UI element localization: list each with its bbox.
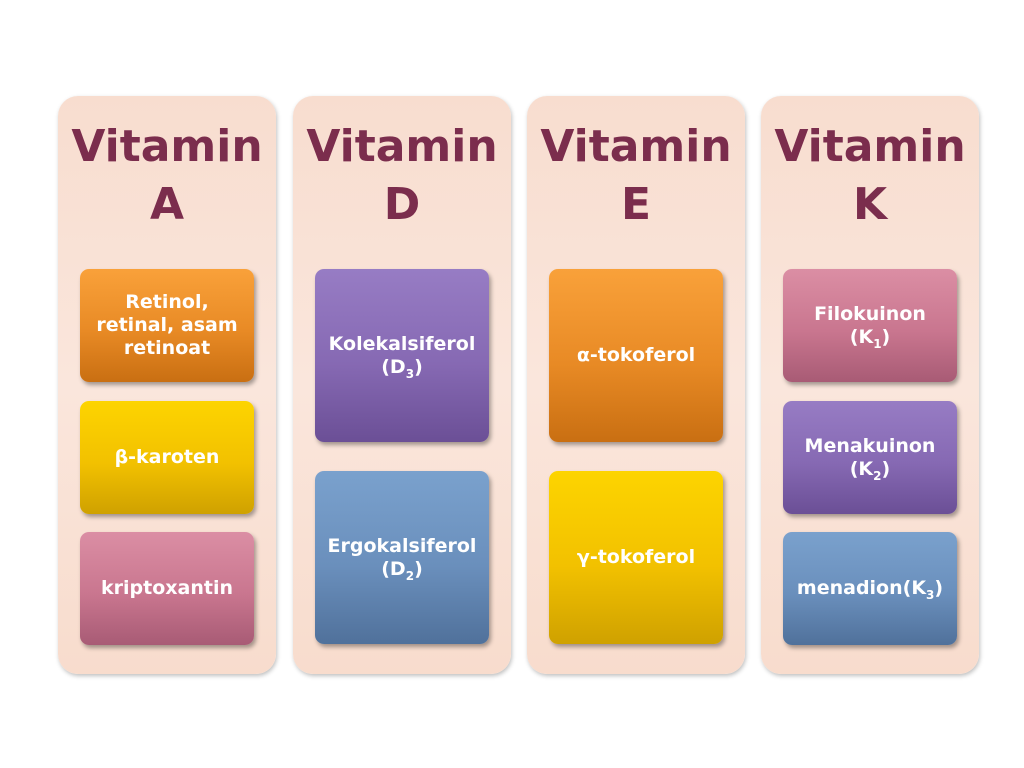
item-retinol: Retinol, retinal, asam retinoat [80, 269, 254, 382]
item-formula: (K1) [849, 325, 891, 351]
column-title-vitamin-d: Vitamin D [293, 118, 511, 234]
column-vitamin-d: Vitamin D Kolekalsiferol (D3) Ergokalsif… [293, 96, 511, 674]
item-label: menadion(K3) [796, 577, 944, 602]
item-label: γ-tokoferol [576, 546, 696, 568]
column-title-vitamin-a: Vitamin A [58, 118, 276, 234]
item-label: kriptoxantin [101, 577, 233, 599]
title-line1: Vitamin [540, 121, 732, 172]
item-label: Menakuinon [804, 434, 936, 457]
title-line1: Vitamin [71, 121, 263, 172]
column-vitamin-k: Vitamin K Filokuinon (K1) Menakuinon (K2… [761, 96, 979, 674]
item-formula: (K2) [849, 457, 891, 483]
column-vitamin-e: Vitamin E α-tokoferol γ-tokoferol [527, 96, 745, 674]
item-kriptoxantin: kriptoxantin [80, 532, 254, 645]
title-line2: K [852, 179, 888, 230]
item-formula: (D2) [381, 557, 423, 583]
item-kolekalsiferol: Kolekalsiferol (D3) [315, 269, 489, 442]
item-gamma-tokoferol: γ-tokoferol [549, 471, 723, 644]
item-alpha-tokoferol: α-tokoferol [549, 269, 723, 442]
item-beta-karoten: β-karoten [80, 401, 254, 514]
item-menadion: menadion(K3) [783, 532, 957, 645]
title-line1: Vitamin [306, 121, 498, 172]
item-ergokalsiferol: Ergokalsiferol (D2) [315, 471, 489, 644]
title-line2: E [620, 179, 652, 230]
item-label: β-karoten [114, 446, 220, 468]
column-title-vitamin-k: Vitamin K [761, 118, 979, 234]
item-label: α-tokoferol [576, 344, 696, 366]
item-filokuinon: Filokuinon (K1) [783, 269, 957, 382]
item-formula: (D3) [381, 355, 423, 381]
item-menakuinon: Menakuinon (K2) [783, 401, 957, 514]
item-label: Retinol, retinal, asam retinoat [96, 291, 238, 359]
title-line1: Vitamin [774, 121, 966, 172]
item-label: Ergokalsiferol [327, 534, 477, 557]
title-line2: A [149, 179, 185, 230]
column-vitamin-a: Vitamin A Retinol, retinal, asam retinoa… [58, 96, 276, 674]
title-line2: D [383, 179, 421, 230]
item-label: Kolekalsiferol [328, 332, 476, 355]
column-title-vitamin-e: Vitamin E [527, 118, 745, 234]
item-label: Filokuinon [814, 302, 926, 325]
